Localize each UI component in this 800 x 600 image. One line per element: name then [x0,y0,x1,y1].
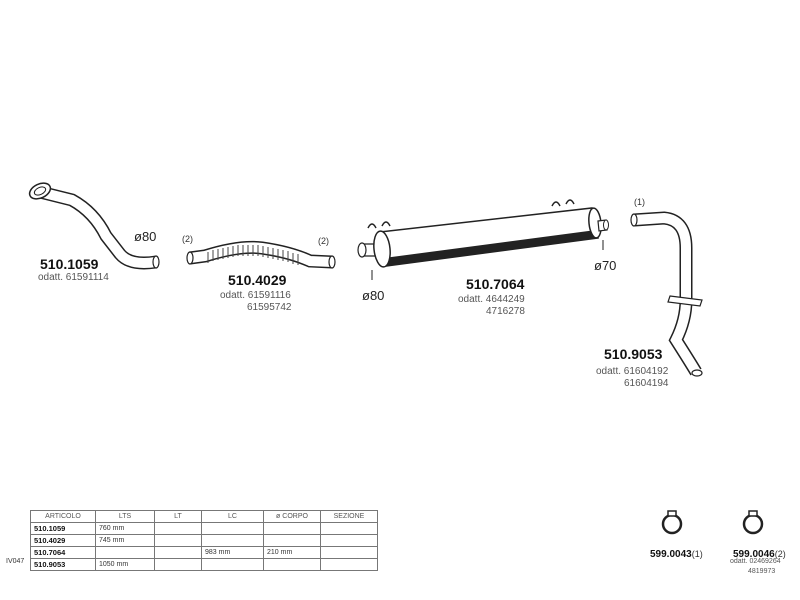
table-cell [320,534,378,547]
tailpipe-510-9053 [630,211,703,377]
pipe-510-1059 [28,182,160,270]
clamp-code: 599.0046 [733,549,775,560]
table-row: 510.1059 760 mm [30,522,378,535]
col-header: LTS [95,510,155,523]
spec-table: ARTICOLO LTS LT LC ø CORPO SEZIONE 510.1… [30,510,378,571]
table-cell [154,534,202,547]
table-row: 510.4029 745 mm [30,534,378,547]
clamp-qty: (2) [774,549,786,559]
part-code: 510.7064 [466,276,525,292]
table-cell: 760 mm [95,522,155,535]
part-ref: 61595742 [247,302,292,313]
part-ref: odatt. 61591114 [38,272,109,283]
col-header: ARTICOLO [30,510,96,523]
quantity-mark: (2) [318,236,329,246]
table-cell [154,558,202,571]
part-ref: 61604194 [624,378,669,389]
diameter-label: ø80 [362,288,385,303]
part-ref: 4716278 [486,306,525,317]
table-row: 510.9053 1050 mm [30,558,378,571]
clamp-label: 599.0046(2) [733,544,786,562]
diameter-label: ø70 [594,258,617,273]
table-cell: 983 mm [201,546,264,559]
table-cell: 510.9053 [30,558,96,571]
table-cell [95,546,155,559]
table-cell: 210 mm [263,546,321,559]
table-cell [154,522,202,535]
table-cell [263,558,321,571]
table-cell [263,522,321,535]
diameter-label: ø80 [134,229,157,244]
table-side-label: IV047 [6,558,25,565]
table-cell: 510.1059 [30,522,96,535]
table-cell: 1050 mm [95,558,155,571]
col-header: SEZIONE [320,510,378,523]
col-header: ø CORPO [263,510,321,523]
table-cell [320,558,378,571]
table-cell [201,522,264,535]
clamp-ref: odatt. 02469264 [730,558,781,565]
table-cell: 510.4029 [30,534,96,547]
clamp-qty: (1) [691,549,703,559]
part-ref: odatt. 61591116 [220,290,291,301]
clamp-code: 599.0043 [650,549,692,560]
clamp-599-0043-icon [661,510,683,535]
table-header-row: ARTICOLO LTS LT LC ø CORPO SEZIONE [30,510,378,523]
table-row: 510.7064 983 mm 210 mm [30,546,378,559]
clamp-label: 599.0043(1) [650,544,703,562]
table-cell [320,522,378,535]
table-cell [320,546,378,559]
col-header: LC [201,510,264,523]
clamp-599-0046-icon [742,510,764,535]
table-cell: 745 mm [95,534,155,547]
part-code: 510.4029 [228,272,287,288]
col-header: LT [154,510,202,523]
part-ref: odatt. 4644249 [458,294,525,305]
silencer-510-7064 [357,199,609,280]
table-cell [154,546,202,559]
part-code: 510.9053 [604,346,663,362]
clamp-ref: 4819973 [748,568,776,575]
table-cell [201,558,264,571]
table-cell [263,534,321,547]
table-cell [201,534,264,547]
part-code: 510.1059 [40,256,99,272]
quantity-mark: (2) [182,234,193,244]
quantity-mark: (1) [634,197,645,207]
pipe-510-4029 [186,240,336,269]
table-cell: 510.7064 [30,546,96,559]
part-ref: odatt. 61604192 [596,366,669,377]
